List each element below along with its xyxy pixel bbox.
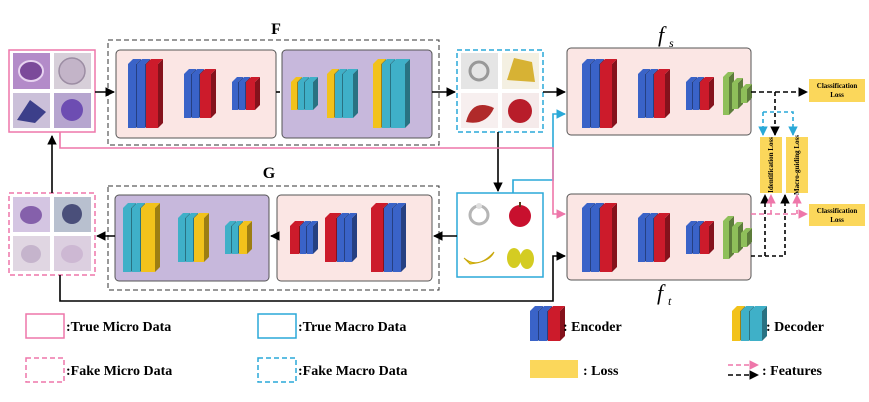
fake-macro-images	[456, 49, 544, 133]
svg-text:f: f	[657, 280, 666, 305]
true-micro-images	[8, 49, 96, 133]
encoder-layer	[146, 59, 163, 128]
encoder-layer	[700, 221, 714, 254]
svg-text:Loss: Loss	[830, 216, 844, 224]
encoder-icon	[530, 306, 565, 341]
fc-layer	[741, 228, 752, 247]
svg-text:Classification: Classification	[817, 82, 858, 90]
classification-loss-bottom: Classification Loss	[809, 204, 865, 226]
decoder-layer	[239, 221, 252, 254]
encoder-layer	[393, 203, 406, 272]
block-g-label: G	[263, 165, 276, 182]
decoder-layer	[194, 213, 209, 262]
decoder-layer	[750, 306, 767, 341]
encoder-layer	[654, 69, 670, 118]
legend-fake-macro: :Fake Macro Data	[257, 357, 407, 383]
svg-text:: Features: : Features	[762, 364, 823, 379]
features-arrow-icon	[728, 360, 759, 380]
identification-loss: Identification Loss	[760, 137, 782, 193]
classification-loss-top: Classification Loss	[809, 79, 865, 102]
svg-text::Fake Macro Data: :Fake Macro Data	[298, 364, 407, 379]
encoder-layer	[246, 77, 260, 110]
network-layers	[123, 59, 752, 272]
svg-text::True Micro Data: :True Micro Data	[66, 320, 171, 335]
block-f-label: F	[271, 21, 281, 38]
svg-text:t: t	[668, 294, 672, 308]
encoder-layer	[600, 203, 617, 272]
svg-text:f: f	[658, 22, 667, 47]
generator-g-box	[107, 185, 440, 291]
legend-true-micro: :True Micro Data	[25, 313, 171, 339]
svg-text::Fake Micro Data: :Fake Micro Data	[66, 364, 172, 379]
fs-label: f s	[658, 22, 674, 50]
svg-text:: Loss: : Loss	[583, 364, 619, 379]
svg-text::True Macro Data: :True Macro Data	[298, 320, 406, 335]
legend-encoder: : Encoder	[530, 306, 622, 341]
legend-features: : Features	[728, 360, 823, 380]
legend-loss: : Loss	[530, 360, 619, 379]
legend-decoder: : Decoder	[732, 306, 824, 341]
legend-true-macro: :True Macro Data	[257, 313, 406, 339]
svg-text:Loss: Loss	[830, 91, 844, 99]
true-macro-images	[456, 192, 544, 278]
encoder-layer	[307, 221, 318, 254]
decoder-icon	[732, 306, 767, 341]
encoder-layer	[548, 306, 565, 341]
connections	[47, 87, 808, 302]
svg-text:Macro-guiding Loss: Macro-guiding Loss	[793, 135, 801, 195]
legend: :True Micro Data :Fake Micro Data :True …	[25, 306, 824, 383]
svg-text:s: s	[669, 36, 674, 50]
encoder-layer	[200, 69, 216, 118]
ft-label: f t	[657, 280, 672, 308]
decoder-layer	[391, 59, 410, 128]
encoder-layer	[700, 77, 714, 110]
svg-text:: Encoder: : Encoder	[563, 320, 622, 335]
macro-guiding-loss: Macro-guiding Loss	[786, 135, 808, 195]
svg-text:Identification Loss: Identification Loss	[767, 137, 775, 193]
loss-icon	[530, 360, 578, 378]
encoder-layer	[654, 213, 670, 262]
decoder-layer	[141, 203, 160, 272]
encoder-layer	[600, 59, 617, 128]
legend-fake-micro: :Fake Micro Data	[25, 357, 172, 383]
svg-text:: Decoder: : Decoder	[766, 320, 824, 335]
fake-micro-images	[8, 192, 96, 276]
svg-text:Classification: Classification	[817, 207, 858, 215]
decoder-layer	[305, 77, 318, 110]
encoder-layer	[345, 213, 357, 262]
decoder-layer	[343, 69, 358, 118]
fc-layer	[741, 84, 752, 103]
